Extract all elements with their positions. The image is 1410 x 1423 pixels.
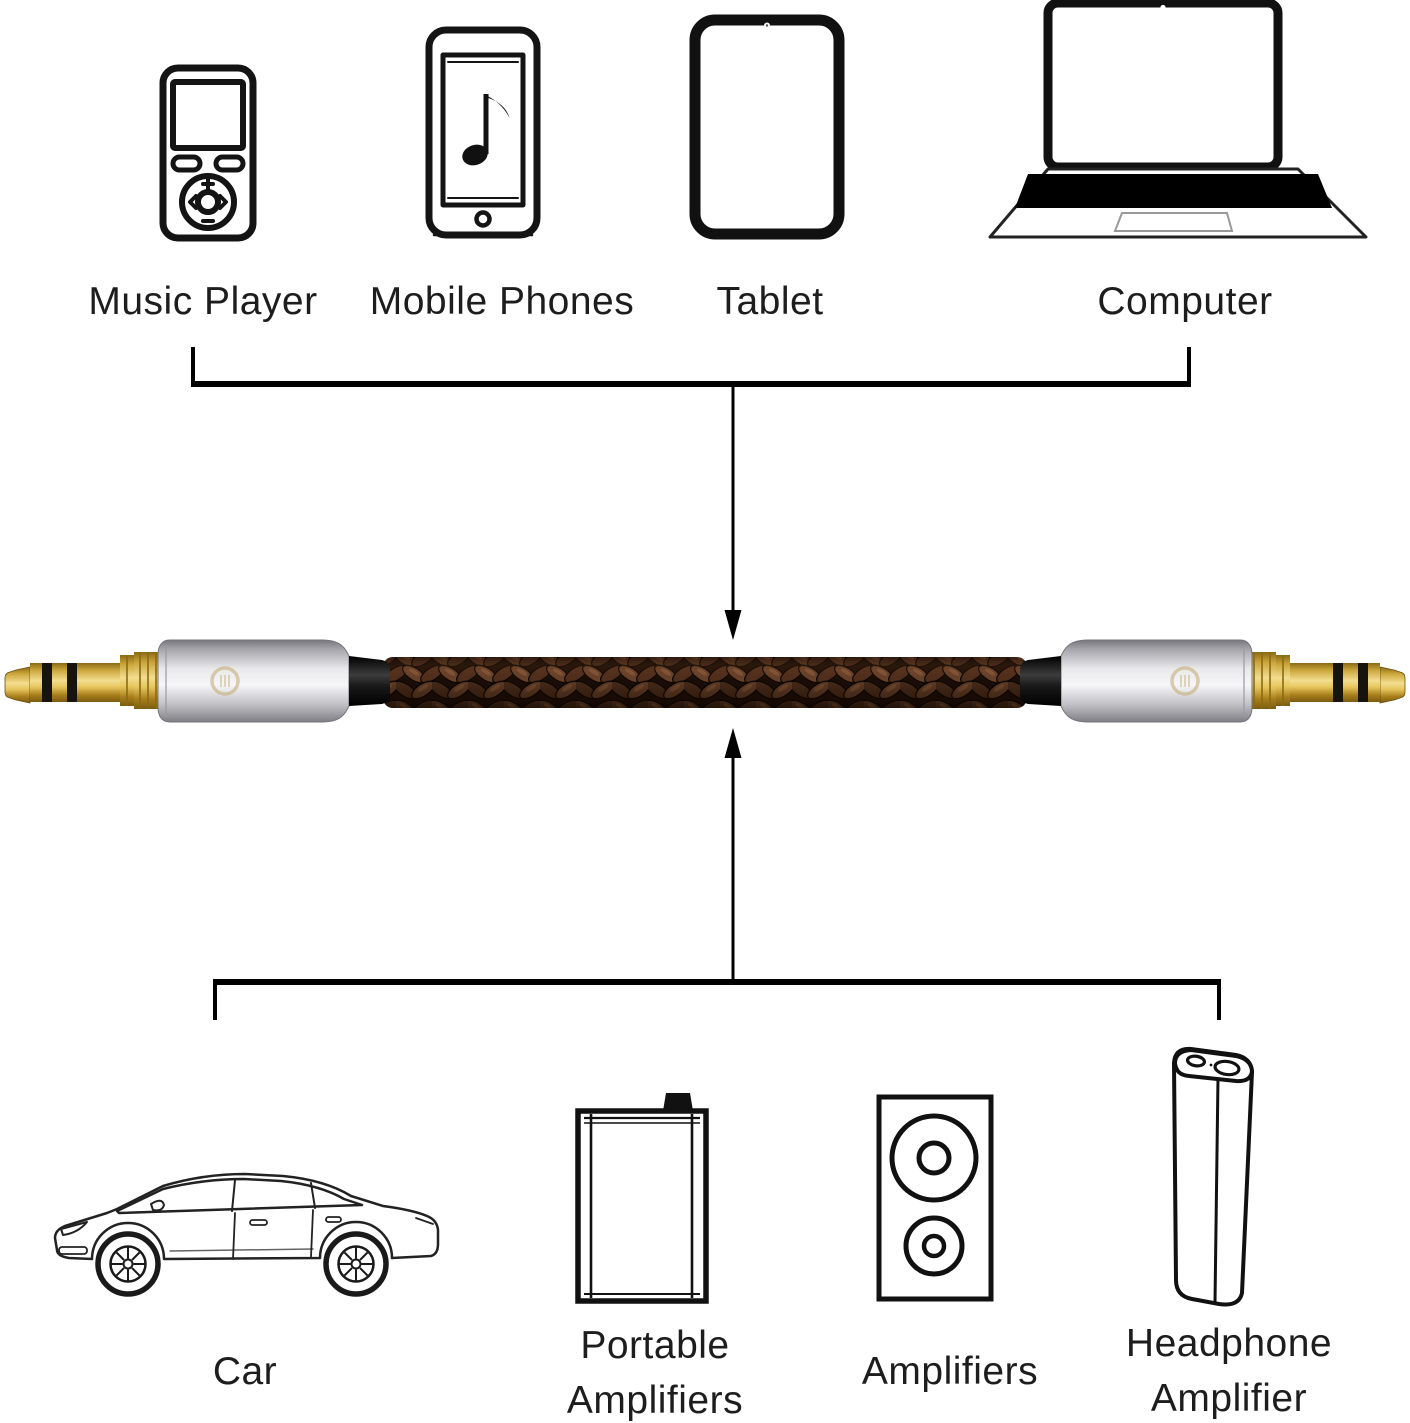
aux-cable-image [4, 638, 1407, 724]
right-plug [1018, 638, 1407, 724]
top-connector-lines [191, 347, 1191, 640]
laptop-icon [988, 0, 1368, 239]
mobile-phones-label: Mobile Phones [369, 280, 635, 323]
music-player-label: Music Player [88, 280, 318, 323]
tablet-label: Tablet [716, 280, 824, 323]
headphone-amplifier-label: Headphone Amplifier [1125, 1322, 1333, 1420]
tablet-icon [689, 14, 845, 240]
up-arrow-icon [724, 728, 742, 758]
braided-cable [383, 657, 1027, 708]
down-arrow-icon [724, 610, 742, 640]
volume-knob [663, 1093, 693, 1111]
music-player-icon [159, 64, 257, 242]
headphone-amplifier-icon [1172, 1046, 1254, 1307]
car-label: Car [212, 1350, 278, 1393]
barrel-logo [210, 666, 240, 696]
left-plug [4, 639, 390, 723]
speaker-icon [876, 1094, 994, 1302]
mobile-phone-icon [425, 26, 541, 239]
computer-label: Computer [1097, 280, 1273, 323]
amplifiers-label: Amplifiers [861, 1350, 1039, 1393]
portable-amplifiers-label: Portable Amplifiers [566, 1324, 744, 1422]
car-icon [53, 1172, 440, 1297]
bottom-connector-lines [213, 728, 1221, 1020]
portable-amplifier-icon [575, 1093, 709, 1304]
